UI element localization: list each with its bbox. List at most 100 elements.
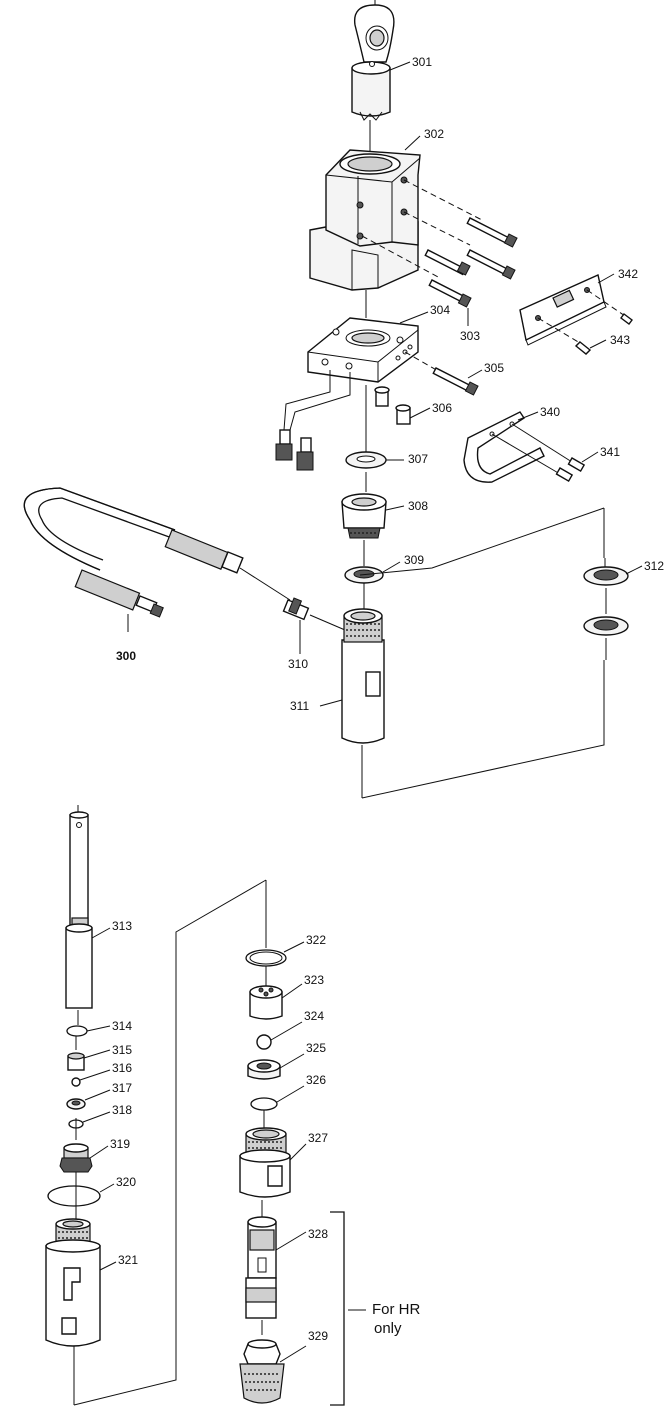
leader-340 bbox=[517, 411, 539, 421]
routing-lines-top bbox=[359, 507, 605, 799]
leader-311 bbox=[319, 699, 343, 707]
leader-304 bbox=[399, 311, 429, 324]
part-322-oring-inner bbox=[249, 951, 283, 965]
leader-322 bbox=[283, 941, 305, 953]
leader-320 bbox=[99, 1183, 115, 1193]
part-326-oring bbox=[250, 1097, 278, 1111]
leader-308 bbox=[385, 505, 405, 511]
part-305-bolt bbox=[404, 351, 479, 396]
part-313-rod bbox=[65, 811, 93, 1009]
hr-only-note-line1: For HR bbox=[372, 1301, 421, 1318]
part-308-nut bbox=[341, 493, 387, 539]
label-322: 322 bbox=[306, 933, 326, 947]
leader-342 bbox=[597, 273, 615, 284]
leader-329 bbox=[279, 1345, 307, 1363]
leader-321 bbox=[99, 1261, 117, 1271]
part-321-cylinder bbox=[45, 1218, 101, 1347]
label-316: 316 bbox=[112, 1061, 132, 1075]
part-301-rod-end bbox=[351, 4, 395, 121]
leader-325 bbox=[279, 1053, 305, 1069]
part-304-plate bbox=[307, 317, 419, 383]
label-303: 303 bbox=[460, 329, 480, 343]
leader-312 bbox=[625, 565, 643, 575]
leader-301 bbox=[389, 61, 411, 71]
label-341: 341 bbox=[600, 445, 620, 459]
leader-327 bbox=[289, 1143, 307, 1161]
label-321: 321 bbox=[118, 1253, 138, 1267]
label-302: 302 bbox=[424, 127, 444, 141]
part-319-valve bbox=[59, 1143, 93, 1173]
part-325-seat bbox=[247, 1059, 281, 1080]
label-342: 342 bbox=[618, 267, 638, 281]
label-307: 307 bbox=[408, 452, 428, 466]
part-310-fitting bbox=[239, 567, 346, 631]
part-302-block bbox=[309, 149, 421, 291]
leader-324 bbox=[270, 1021, 303, 1041]
label-318: 318 bbox=[112, 1103, 132, 1117]
label-314: 314 bbox=[112, 1019, 132, 1033]
label-317: 317 bbox=[112, 1081, 132, 1095]
leader-328 bbox=[275, 1231, 307, 1251]
leader-306 bbox=[409, 407, 431, 419]
part-307-washer bbox=[345, 451, 387, 469]
label-311: 311 bbox=[290, 699, 309, 713]
leader-315 bbox=[83, 1049, 111, 1059]
leader-343 bbox=[589, 339, 607, 349]
part-314-oring bbox=[66, 1025, 88, 1037]
label-305: 305 bbox=[484, 361, 504, 375]
center-axis-top bbox=[361, 0, 376, 798]
label-315: 315 bbox=[112, 1043, 132, 1057]
part-306-screws bbox=[275, 370, 411, 471]
leader-313 bbox=[91, 927, 111, 939]
part-340-bracket bbox=[463, 411, 586, 483]
leader-319 bbox=[89, 1145, 109, 1159]
label-324: 324 bbox=[304, 1009, 324, 1023]
part-329-strainer bbox=[239, 1339, 285, 1404]
label-326: 326 bbox=[306, 1073, 326, 1087]
part-320-oring bbox=[47, 1185, 101, 1207]
label-327: 327 bbox=[308, 1131, 328, 1145]
label-313: 313 bbox=[112, 919, 132, 933]
part-311-housing bbox=[341, 608, 385, 744]
label-319: 319 bbox=[110, 1137, 130, 1151]
leader-305 bbox=[467, 369, 483, 379]
label-304: 304 bbox=[430, 303, 450, 317]
label-306: 306 bbox=[432, 401, 452, 415]
part-323-housing bbox=[249, 985, 283, 1020]
part-300-hose bbox=[23, 487, 244, 618]
part-317-seat bbox=[66, 1098, 86, 1110]
part-318-oring bbox=[68, 1119, 84, 1129]
label-300: 300 bbox=[116, 649, 136, 663]
label-301: 301 bbox=[412, 55, 432, 69]
leader-323 bbox=[281, 983, 303, 999]
label-320: 320 bbox=[116, 1175, 136, 1189]
leader-326 bbox=[276, 1085, 305, 1103]
label-343: 343 bbox=[610, 333, 630, 347]
leader-316 bbox=[79, 1069, 111, 1081]
part-316-ball bbox=[71, 1077, 81, 1087]
label-323: 323 bbox=[304, 973, 324, 987]
label-340: 340 bbox=[540, 405, 560, 419]
label-329: 329 bbox=[308, 1329, 328, 1343]
label-312: 312 bbox=[644, 559, 664, 573]
part-312-seals bbox=[583, 558, 629, 660]
part-303-bolts bbox=[361, 179, 518, 308]
leader-302 bbox=[404, 135, 421, 151]
part-328-tube bbox=[245, 1216, 277, 1319]
part-342-plate bbox=[519, 274, 633, 355]
leader-341 bbox=[581, 451, 599, 463]
hr-only-bracket bbox=[330, 1211, 366, 1406]
part-324-ball bbox=[256, 1034, 272, 1050]
label-310: 310 bbox=[288, 657, 308, 671]
leader-318 bbox=[82, 1111, 111, 1123]
leader-317 bbox=[84, 1089, 111, 1101]
leader-309 bbox=[382, 561, 401, 573]
label-308: 308 bbox=[408, 499, 428, 513]
part-327-housing bbox=[239, 1127, 291, 1198]
label-328: 328 bbox=[308, 1227, 328, 1241]
label-325: 325 bbox=[306, 1041, 326, 1055]
lower-routing-lines bbox=[73, 805, 267, 1406]
label-309: 309 bbox=[404, 553, 424, 567]
leader-314 bbox=[86, 1025, 111, 1032]
